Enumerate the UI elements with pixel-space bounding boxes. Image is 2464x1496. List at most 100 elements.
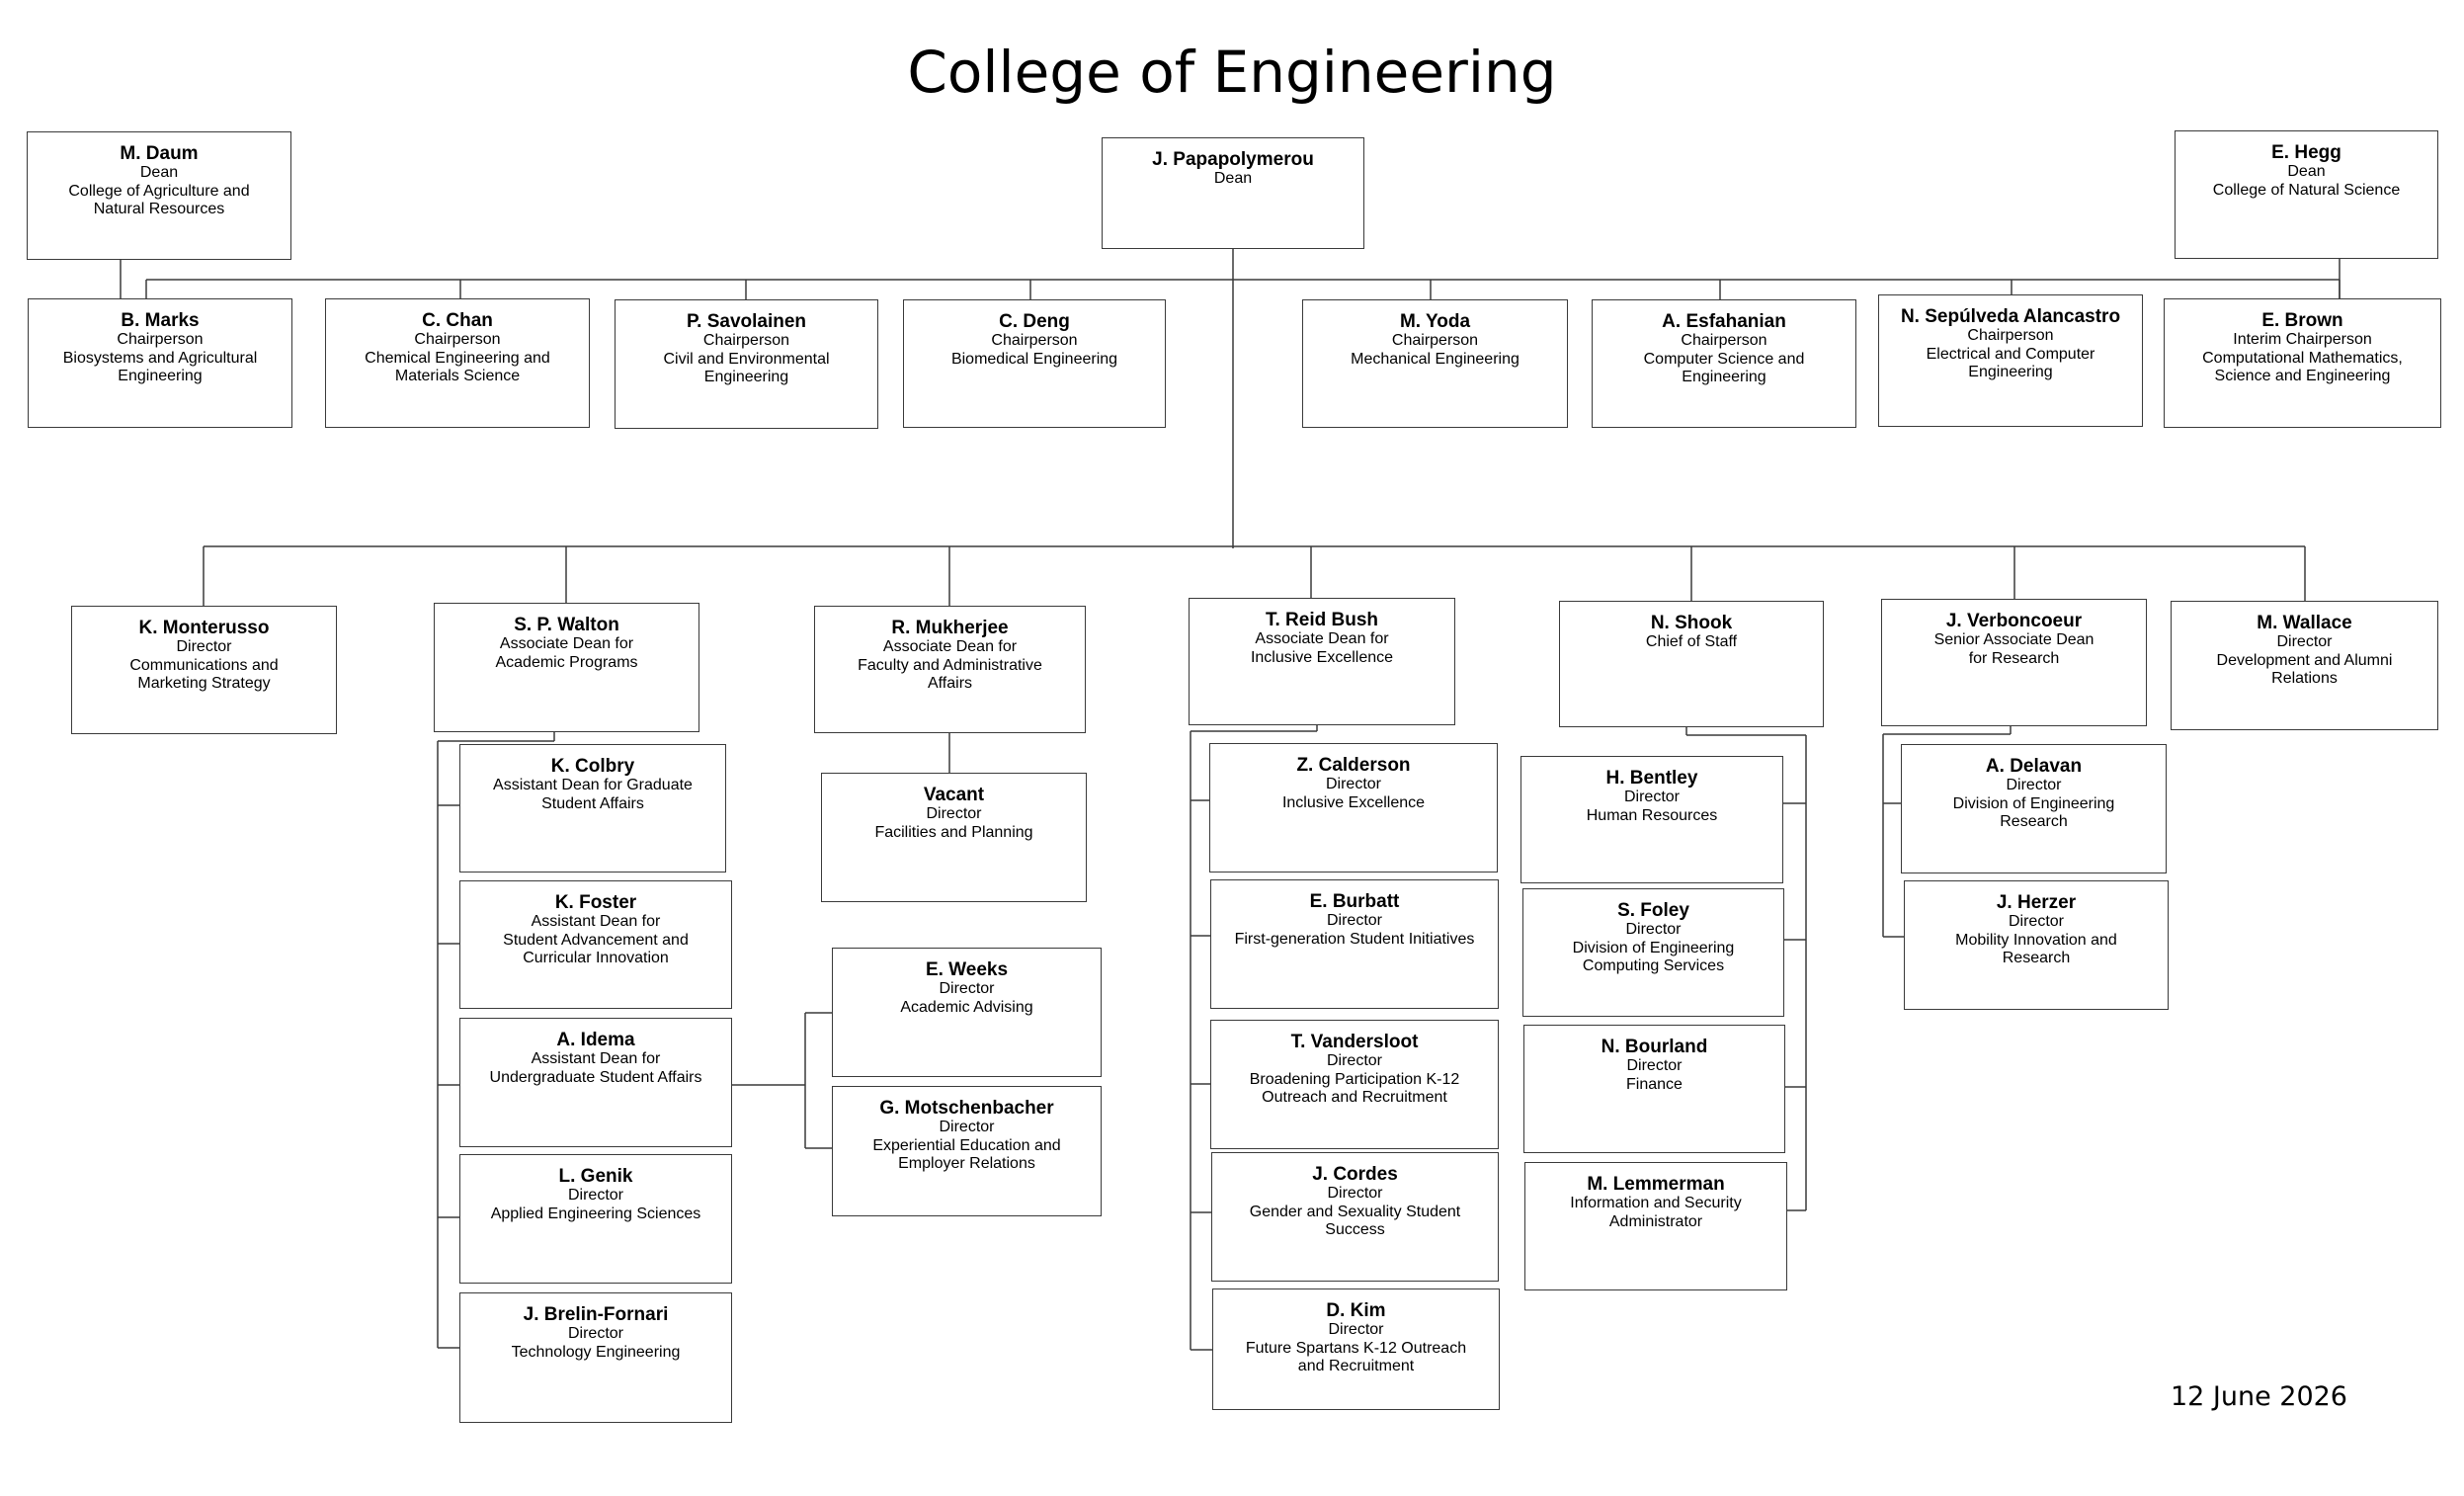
node-line: Student Advancement and [503,931,689,949]
node-name: B. Marks [121,310,200,331]
chart-title: College of Engineering [907,39,1557,106]
node-line: Chairperson [1681,332,1767,349]
node-name: R. Mukherjee [891,618,1009,638]
node-line: Director [1328,1321,1384,1338]
node-name: K. Colbry [550,756,635,777]
node-line: Assistant Dean for [531,1050,661,1067]
node-line: Director [1625,921,1682,938]
node-line: Natural Resources [93,201,225,217]
node-line: Outreach and Recruitment [1262,1089,1447,1106]
node-name: Vacant [923,785,985,805]
node-name: E. Weeks [925,959,1009,980]
node-line: Engineering [118,368,203,384]
node-line: Director [1326,1052,1382,1069]
node-line: Dean [139,164,179,181]
node-line: Engineering [703,369,789,385]
node-line: Chairperson [991,332,1078,349]
node-name: J. Verboncoeur [1945,611,2083,631]
node-name: T. Reid Bush [1265,610,1378,630]
node-line: Engineering [1968,364,2053,380]
node-line: Electrical and Computer [1926,345,2095,363]
node-line: College of Natural Science [2212,181,2401,199]
node-line: Future Spartans K-12 Outreach [1245,1339,1467,1357]
node-line: Associate Dean for [1255,630,1389,647]
node-line: Chairperson [1391,332,1479,349]
node-line: First-generation Student Initiatives [1234,930,1475,948]
node-line: Inclusive Excellence [1250,648,1394,666]
node-line: Civil and Environmental [663,350,830,368]
node-name: C. Deng [999,311,1070,332]
node-line: Research [2000,813,2068,830]
node-line: Finance [1626,1075,1683,1093]
node-line: Director [176,638,232,655]
node-line: Interim Chairperson [2233,331,2372,348]
node-name: C. Chan [422,310,493,331]
node-line: Chairperson [117,331,204,348]
node-name: K. Foster [554,892,637,913]
node-line: Director [1626,1057,1683,1074]
node-name: Z. Calderson [1296,755,1411,776]
node-name: A. Esfahanian [1662,311,1786,332]
node-line: Division of Engineering [1952,794,2115,812]
node-line: Marketing Strategy [137,675,271,692]
node-line: Development and Alumni [2216,651,2393,669]
node-line: Dean [2287,163,2326,180]
node-line: Director [939,980,995,997]
node-line: Employer Relations [898,1155,1035,1172]
node-line: Biomedical Engineering [950,350,1118,368]
node-line: Success [1325,1221,1385,1238]
node-name: N. Sepúlveda Alancastro [1900,306,2121,327]
node-line: Applied Engineering Sciences [490,1205,701,1222]
node-line: Director [2008,913,2064,930]
node-name: J. Brelin-Fornari [523,1304,669,1325]
node-line: Administrator [1608,1212,1703,1230]
node-name: H. Bentley [1605,768,1698,789]
node-name: L. Genik [558,1166,633,1187]
node-line: Gender and Sexuality Student [1249,1203,1461,1220]
node-line: Director [1327,1185,1383,1202]
node-line: Chairperson [702,332,790,349]
node-line: Director [567,1325,623,1342]
node-line: Director [1325,776,1381,792]
node-line: Director [2006,777,2062,793]
node-line: for Research [1968,649,2060,667]
node-line: Assistant Dean for Graduate [493,777,693,793]
node-name: M. Wallace [2257,613,2352,633]
node-name: T. Vandersloot [1290,1032,1419,1052]
node-name: M. Lemmerman [1587,1174,1725,1195]
node-name: J. Papapolymerou [1152,149,1314,170]
node-line: Academic Programs [495,653,638,671]
node-name: K. Monterusso [138,618,270,638]
node-line: Mechanical Engineering [1351,350,1519,368]
node-line: Information and Security [1570,1195,1742,1211]
node-name: N. Shook [1650,613,1733,633]
node-name: M. Yoda [1399,311,1471,332]
node-line: Director [1623,789,1680,805]
node-line: Dean [1213,170,1253,187]
node-line: Affairs [927,675,973,692]
node-line: Computing Services [1582,957,1725,974]
